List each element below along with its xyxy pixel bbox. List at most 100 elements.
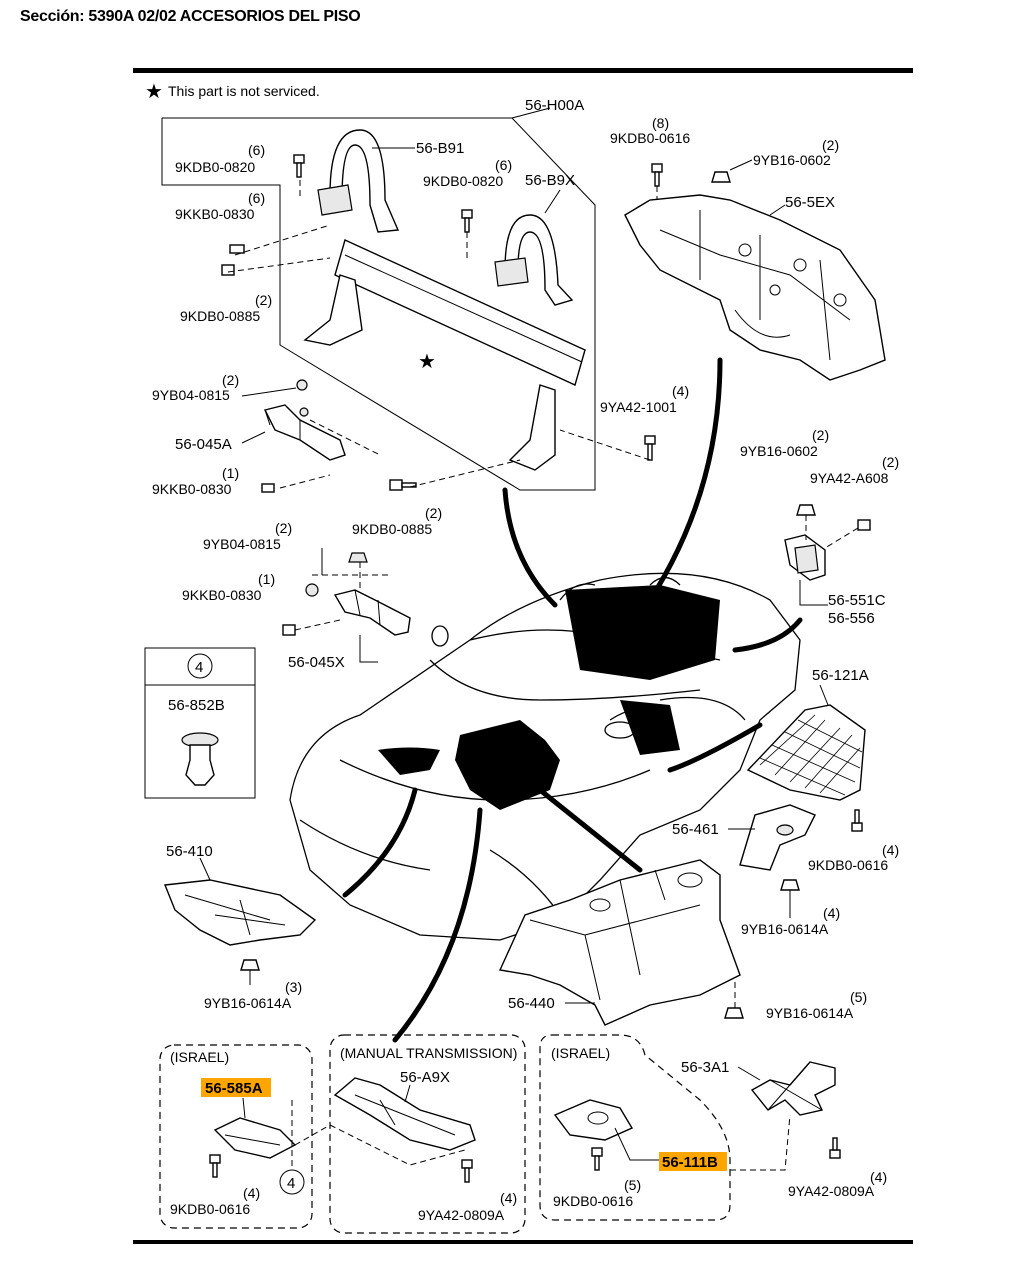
star-icon: ★ — [145, 79, 163, 103]
part-585a-cover — [213, 1117, 297, 1159]
fastener-code: 9YB16-0602 — [753, 152, 831, 168]
fastener-code: 9KDB0-0616 — [610, 130, 690, 146]
fastener-qty: (5) — [624, 1177, 641, 1193]
fastener-code: 9KDB0-0616 — [553, 1193, 633, 1209]
fastener-code: 9KDB0-0885 — [180, 308, 260, 324]
fastener-code: 9YA42-1001 — [600, 399, 677, 415]
part-56-121a: 56-121A — [812, 667, 869, 684]
box-label-israel-left: (ISRAEL) — [170, 1049, 229, 1065]
clip-callout-box — [144, 647, 256, 799]
arrow — [667, 722, 763, 773]
israel-left-box — [159, 1044, 313, 1229]
fastener-qty: (4) — [870, 1169, 887, 1185]
part-56-b9x: 56-B9X — [525, 172, 575, 189]
bolt-icon — [209, 1154, 221, 1164]
arrow — [537, 787, 643, 873]
part-56-585a: 56-585A — [205, 1080, 263, 1097]
fastener-qty: (2) — [222, 372, 239, 388]
fastener-qty: (2) — [275, 520, 292, 536]
part-56-045x: 56-045X — [288, 654, 345, 671]
bolt-icon — [221, 154, 731, 491]
bolt-icon — [851, 822, 863, 832]
fastener-qty: (1) — [258, 571, 275, 587]
fastener-code: 9YB04-0815 — [152, 387, 230, 403]
part-3a1-brace — [750, 1061, 836, 1116]
fastener-code: 9YA42-0809A — [418, 1207, 505, 1223]
arrow — [392, 807, 483, 1043]
fastener-qty: (5) — [850, 989, 867, 1005]
top-rule — [133, 68, 913, 73]
part-121a-panel — [746, 704, 866, 801]
part-56-461: 56-461 — [672, 821, 719, 838]
callout-ref-number: 4 — [287, 1175, 295, 1192]
bolt-icon — [829, 1149, 841, 1159]
fastener-code: 9KKB0-0830 — [182, 587, 262, 603]
h00a-outline — [161, 117, 596, 491]
fastener-qty: (2) — [255, 292, 272, 308]
fastener-code: 9YB16-0614A — [766, 1005, 854, 1021]
part-56-3a1: 56-3A1 — [681, 1059, 729, 1076]
fastener-qty: (6) — [495, 157, 512, 173]
manual-transmission-box — [329, 1034, 526, 1234]
part-56-440: 56-440 — [508, 995, 555, 1012]
fastener-code: 9KKB0-0830 — [175, 206, 255, 222]
section-header: Sección: 5390A 02/02 ACCESORIOS DEL PISO — [20, 8, 361, 25]
bottom-rule — [133, 1240, 913, 1244]
arrow — [637, 357, 723, 618]
part-56-5ex: 56-5EX — [785, 194, 835, 211]
nut-icon — [240, 959, 260, 971]
part-56-045a: 56-045A — [175, 436, 232, 453]
fastener-code: 9YA42-A608 — [810, 470, 889, 486]
part-56-a9x: 56-A9X — [400, 1069, 450, 1086]
part-045x-bracket — [282, 552, 411, 636]
nut-icon — [724, 1007, 744, 1019]
fastener-qty: (1) — [222, 465, 239, 481]
part-56-556: 56-556 — [828, 610, 875, 627]
fastener-code: 9KDB0-0820 — [175, 159, 255, 175]
service-note: This part is not serviced. — [168, 83, 320, 99]
part-56-111b: 56-111B — [662, 1154, 718, 1171]
fastener-code: 9YB16-0614A — [204, 995, 292, 1011]
arrow — [502, 487, 558, 608]
part-b91-hoop — [317, 129, 400, 233]
part-410-cover — [164, 879, 317, 946]
part-551c-bracket — [784, 504, 871, 581]
fastener-code: 9KDB0-0616 — [808, 857, 888, 873]
part-h00a-crossmember — [303, 239, 586, 471]
callout-ref-number: 4 — [195, 659, 203, 676]
israel-right-box — [539, 1034, 731, 1221]
fastener-code: 9YB04-0815 — [203, 536, 281, 552]
part-b9x-hoop — [494, 214, 574, 306]
fastener-qty: (4) — [672, 383, 689, 399]
box-label-israel-right: (ISRAEL) — [551, 1045, 610, 1061]
fastener-qty: (2) — [812, 427, 829, 443]
clip-icon — [181, 732, 219, 786]
part-111b-cover — [553, 1099, 634, 1141]
bolt-icon — [591, 1147, 603, 1157]
part-440-tunnel — [498, 859, 741, 1026]
fastener-qty: (4) — [243, 1185, 260, 1201]
fastener-qty: (2) — [425, 505, 442, 521]
fastener-qty: (4) — [500, 1190, 517, 1206]
part-045a-bracket — [263, 379, 346, 461]
fastener-qty: (4) — [882, 842, 899, 858]
fastener-code: 9KDB0-0616 — [170, 1201, 250, 1217]
highlight-585a — [201, 1078, 271, 1097]
fastener-qty: (4) — [823, 905, 840, 921]
part-56-h00a: 56-H00A — [525, 97, 584, 114]
fastener-code: 9KDB0-0820 — [423, 173, 503, 189]
arrow — [732, 617, 803, 653]
nut-icon — [780, 879, 800, 891]
highlight-111b — [659, 1152, 727, 1171]
fastener-qty: (8) — [652, 115, 669, 131]
fastener-qty: (2) — [882, 454, 899, 470]
fastener-qty: (6) — [248, 190, 265, 206]
fastener-code: 9KDB0-0885 — [352, 521, 432, 537]
fastener-qty: (2) — [822, 137, 839, 153]
bolt-icon — [261, 483, 275, 493]
vehicle-outline — [289, 572, 801, 941]
callout-ref-circle — [279, 1169, 305, 1195]
part-56-551c: 56-551C — [828, 592, 886, 609]
fastener-qty: (3) — [285, 979, 302, 995]
